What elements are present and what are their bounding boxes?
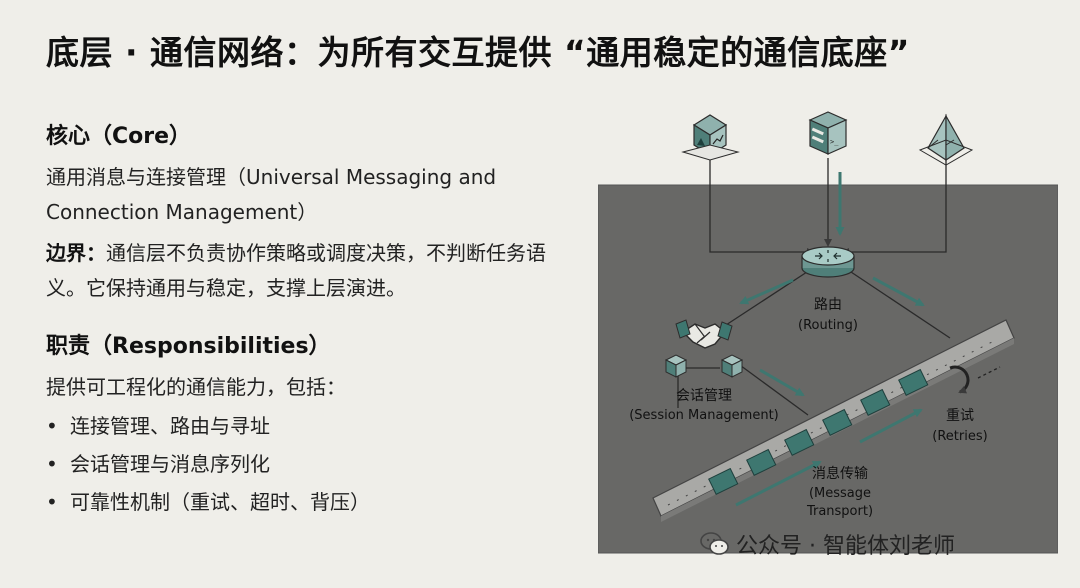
handshake-icon [675, 319, 733, 349]
routing-label-en: (Routing) [798, 318, 858, 333]
flow-arrow [859, 408, 923, 444]
bullet-dot: • [46, 452, 58, 476]
list-item: •可靠性机制（重试、超时、背压） [46, 483, 566, 521]
core-text: 通用消息与连接管理（Universal Messaging and Connec… [46, 165, 497, 224]
transport-label-en-2: Transport) [806, 504, 873, 519]
flow-arrow [977, 366, 1001, 379]
core-heading: 核心（Core） [46, 124, 192, 149]
pyramid-icon [918, 113, 974, 166]
flow-arrow [872, 276, 925, 307]
watermark: 公众号 · 智能体刘老师 [700, 528, 955, 560]
flow-arrow [735, 460, 822, 507]
router-icon [801, 246, 855, 278]
retries-label-en: (Retries) [932, 429, 987, 444]
session-cube-icon [664, 354, 688, 378]
bullet-dot: • [46, 490, 58, 514]
transport-label: 消息传输 [812, 465, 868, 482]
retry-loop-icon [949, 365, 970, 394]
link-line [725, 269, 811, 326]
slide-title: 底层 · 通信网络：为所有交互提供 “通用稳定的通信底座” [46, 33, 910, 72]
flow-arrow [759, 368, 805, 397]
transport-label-en-1: (Message [809, 486, 871, 501]
link-line [709, 150, 815, 256]
list-item: •会话管理与消息序列化 [46, 445, 566, 483]
list-item: •连接管理、路由与寻址 [46, 407, 566, 445]
communication-diagram: >_ 路由 (Routing) 会话管理 (Sessio [598, 111, 1058, 554]
session-cube-icon [720, 354, 744, 378]
boundary-label: 边界： [46, 241, 106, 265]
watermark-text: 公众号 · 智能体刘老师 [736, 534, 955, 559]
bullet-dot: • [46, 414, 58, 438]
message-boxes [708, 368, 929, 496]
link-line [732, 359, 809, 416]
responsibilities-intro: 提供可工程化的通信能力，包括： [46, 375, 346, 399]
terminal-icon: >_ [808, 111, 848, 155]
session-label: 会话管理 [676, 388, 732, 404]
terminal-prompt: >_ [830, 138, 839, 146]
session-label-en: (Session Management) [629, 408, 779, 423]
flow-arrow [739, 278, 794, 305]
boundary-paragraph: 边界：通信层不负责协作策略或调度决策，不判断任务语义。它保持通用与稳定，支撑上层… [46, 236, 566, 306]
link-line [847, 269, 951, 339]
responsibilities-heading: 职责（Responsibilities） [46, 334, 331, 359]
boundary-text: 通信层不负责协作策略或调度决策，不判断任务语义。它保持通用与稳定，支撑上层演进。 [46, 241, 546, 300]
wechat-icon [700, 532, 729, 555]
link-line [841, 158, 947, 256]
routing-label: 路由 [814, 297, 842, 313]
responsibilities-list: •连接管理、路由与寻址 •会话管理与消息序列化 •可靠性机制（重试、超时、背压） [46, 407, 566, 521]
chart-cube-icon [681, 114, 740, 161]
retries-label: 重试 [946, 408, 974, 424]
text-column: 核心（Core） 通用消息与连接管理（Universal Messaging a… [46, 118, 566, 521]
